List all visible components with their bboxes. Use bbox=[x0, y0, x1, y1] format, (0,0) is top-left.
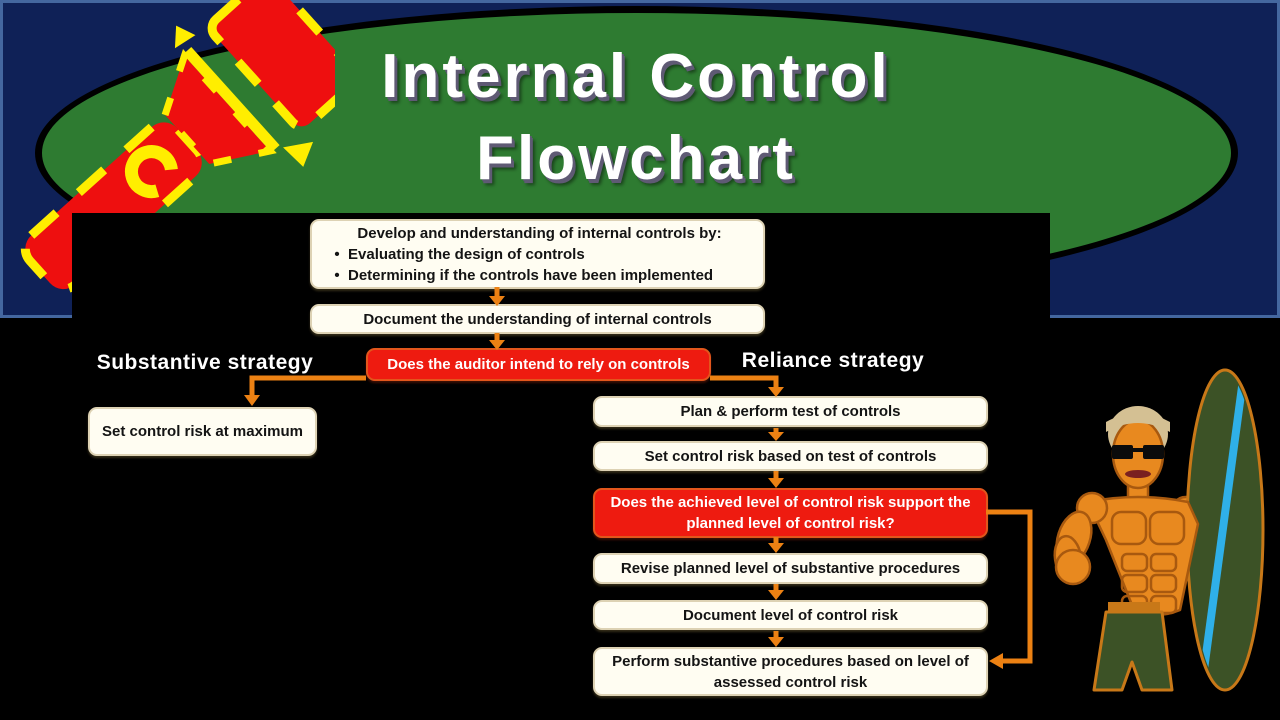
page-title: Internal Control Flowchart bbox=[186, 36, 1086, 200]
label-reliance-strategy: Reliance strategy bbox=[741, 349, 925, 372]
surfer-right-arm bbox=[1173, 495, 1215, 565]
surfer-face bbox=[1112, 445, 1164, 478]
page-title-line2: Flowchart bbox=[476, 124, 796, 193]
surfer-icon bbox=[1053, 368, 1265, 692]
bullet-icon: • bbox=[334, 245, 340, 263]
node-develop-bullet-2: • Determining if the controls have been … bbox=[326, 265, 753, 286]
surfer-hair bbox=[1108, 406, 1168, 462]
node-decision-rely-on-controls: Does the auditor intend to rely on contr… bbox=[366, 348, 711, 381]
surfer-lips bbox=[1125, 470, 1151, 478]
sunglasses-icon bbox=[1112, 445, 1133, 459]
surfboard bbox=[1185, 368, 1265, 692]
node-develop-heading: Develop and understanding of internal co… bbox=[357, 224, 722, 242]
surfboard-stripe bbox=[1197, 374, 1248, 686]
label-substantive-strategy: Substantive strategy bbox=[96, 351, 314, 374]
node-set-control-risk-maximum: Set control risk at maximum bbox=[88, 407, 317, 456]
node-develop-bullet-1-text: Evaluating the design of controls bbox=[348, 245, 585, 263]
node-develop-bullet-2-text: Determining if the controls have been im… bbox=[348, 266, 714, 284]
node-plan-perform-tests: Plan & perform test of controls bbox=[593, 396, 988, 427]
node-develop-bullet-1: • Evaluating the design of controls bbox=[326, 244, 753, 265]
node-document-level: Document level of control risk bbox=[593, 600, 988, 630]
surfer-pants bbox=[1092, 602, 1174, 692]
surfer-body bbox=[1053, 406, 1200, 617]
node-revise-planned-level: Revise planned level of substantive proc… bbox=[593, 553, 988, 584]
node-document-understanding: Document the understanding of internal c… bbox=[310, 304, 765, 334]
node-perform-substantive: Perform substantive procedures based on … bbox=[593, 647, 988, 696]
node-decision-achieved-level: Does the achieved level of control risk … bbox=[593, 488, 988, 538]
node-set-control-risk-tests: Set control risk based on test of contro… bbox=[593, 441, 988, 471]
bullet-icon: • bbox=[334, 266, 340, 284]
node-develop-understanding: Develop and understanding of internal co… bbox=[310, 219, 765, 289]
page-title-line1: Internal Control bbox=[381, 42, 891, 111]
